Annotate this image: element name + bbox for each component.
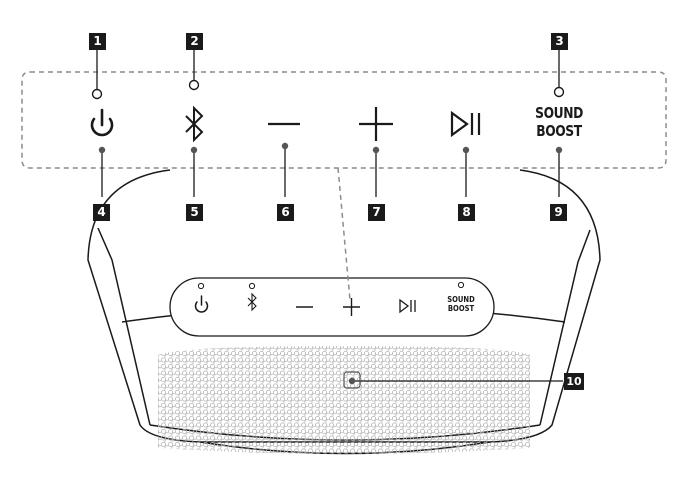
speaker-grille [150, 340, 540, 465]
bluetooth-icon [186, 108, 202, 140]
callout-1: 1 [89, 33, 106, 50]
bluetooth-led [190, 81, 199, 90]
sound-boost-line1: SOUND [534, 104, 583, 122]
callout-7: 7 [368, 204, 385, 221]
sound-boost-led [555, 88, 564, 97]
sound-boost-line2: BOOST [534, 122, 583, 140]
power-led [93, 90, 102, 99]
sound-boost-small-line2: BOOST [444, 304, 478, 313]
callout-10: 10 [564, 373, 584, 390]
callout-3: 3 [551, 33, 568, 50]
sound-boost-small-line1: SOUND [444, 295, 478, 304]
play-pause-icon [452, 113, 479, 135]
sound-boost-label-small: SOUND BOOST [444, 295, 478, 313]
callout-5: 5 [186, 204, 203, 221]
sound-boost-label: SOUND BOOST [534, 104, 583, 140]
callout-6: 6 [277, 204, 294, 221]
power-icon [92, 110, 112, 135]
callout-9: 9 [550, 204, 567, 221]
callout-2: 2 [186, 33, 203, 50]
plus-icon [359, 107, 393, 141]
callout-4: 4 [93, 204, 110, 221]
callout-8: 8 [458, 204, 475, 221]
